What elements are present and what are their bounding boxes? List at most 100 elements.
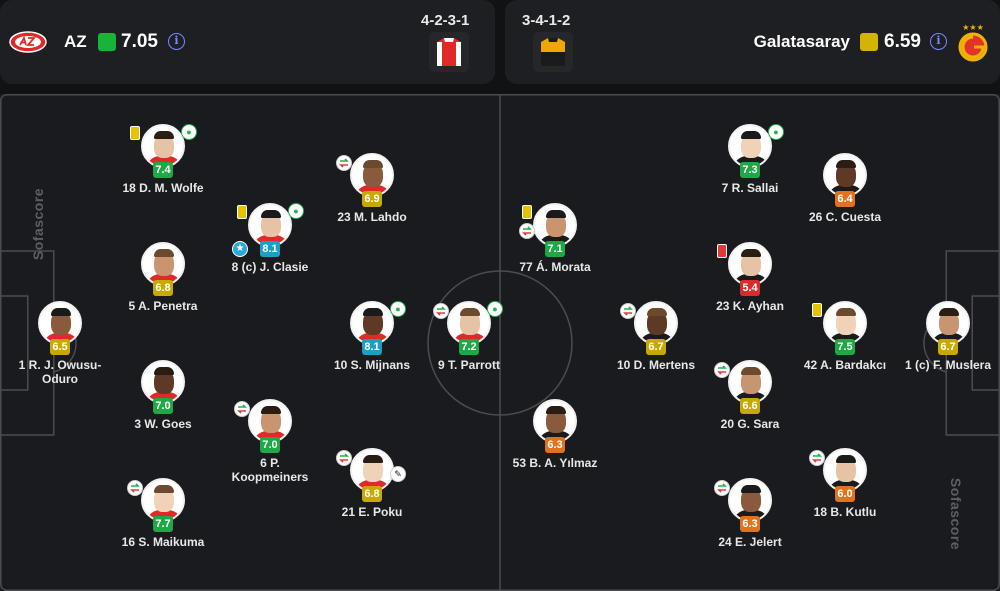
substitution-icon <box>714 362 730 378</box>
player-bardakci[interactable]: 7.5 42 A. Bardakcı <box>785 301 905 391</box>
player-avatar[interactable] <box>728 242 772 286</box>
player-name[interactable]: 7 R. Sallai <box>721 181 779 195</box>
player-name[interactable]: 9 T. Parrott <box>437 358 500 372</box>
yellow-card-icon <box>130 126 140 140</box>
player-name[interactable]: 24 E. Jelert <box>718 535 782 549</box>
galatasaray-crest-icon[interactable]: ★★★ <box>956 22 990 62</box>
player-rating: 6.5 <box>50 339 70 355</box>
substitution-icon <box>809 450 825 466</box>
player-rating: 6.9 <box>362 191 382 207</box>
player-avatar[interactable] <box>350 448 394 492</box>
player-name[interactable]: 21 E. Poku <box>341 505 403 519</box>
player-name[interactable]: 5 A. Penetra <box>128 299 198 313</box>
player-avatar[interactable] <box>141 360 185 404</box>
player-name[interactable]: 23 M. Lahdo <box>337 210 407 224</box>
substitution-icon <box>336 155 352 171</box>
player-name[interactable]: 3 W. Goes <box>134 417 192 431</box>
player-name[interactable]: 18 B. Kutlu <box>813 505 877 519</box>
star-icon: ★ <box>232 241 248 257</box>
goal-icon: ● <box>487 301 503 317</box>
player-rating: 6.3 <box>740 516 760 532</box>
player-name[interactable]: 10 S. Mijnans <box>333 358 411 372</box>
player-lahdo[interactable]: 6.9 23 M. Lahdo <box>312 153 432 243</box>
player-rating: 7.1 <box>545 241 565 257</box>
player-jelert[interactable]: 6.3 24 E. Jelert <box>690 478 810 568</box>
player-rating: 6.6 <box>740 398 760 414</box>
yellow-card-icon <box>522 205 532 219</box>
away-team-header: 3-4-1-2 Galatasaray 6.59 i ★★★ <box>505 0 1000 84</box>
player-avatar[interactable] <box>350 153 394 197</box>
goal-icon: ● <box>288 203 304 219</box>
player-avatar[interactable] <box>823 153 867 197</box>
player-name[interactable]: 8 (c) J. Clasie <box>231 260 309 274</box>
away-rating-indicator <box>860 33 878 51</box>
player-maikuma[interactable]: 7.7 16 S. Maikuma <box>103 478 223 568</box>
substitution-icon <box>336 450 352 466</box>
player-mertens[interactable]: 6.7 10 D. Mertens <box>596 301 716 391</box>
player-kutlu[interactable]: 6.0 18 B. Kutlu <box>785 448 905 538</box>
player-name[interactable]: 53 B. A. Yılmaz <box>512 456 598 470</box>
player-rating: 7.4 <box>153 162 173 178</box>
home-team-rating: 7.05 <box>121 31 158 52</box>
az-crest-icon[interactable] <box>9 31 47 53</box>
player-sara[interactable]: 6.6 20 G. Sara <box>690 360 810 450</box>
goal-icon: ● <box>390 301 406 317</box>
goal-icon: ● <box>768 124 784 140</box>
player-rating: 6.7 <box>938 339 958 355</box>
away-kit-icon <box>533 32 573 72</box>
player-avatar[interactable] <box>141 242 185 286</box>
player-rating: 7.7 <box>153 516 173 532</box>
assist-icon: ✎ <box>390 466 406 482</box>
svg-text:★★★: ★★★ <box>962 23 984 32</box>
player-avatar[interactable] <box>141 124 185 168</box>
player-poku[interactable]: 6.8 21 E. Poku ✎ <box>312 448 432 538</box>
player-muslera[interactable]: 6.7 1 (c) F. Muslera <box>888 301 1000 391</box>
player-rating: 7.3 <box>740 162 760 178</box>
player-name[interactable]: 77 Á. Morata <box>519 260 591 274</box>
player-name[interactable]: 1 (c) F. Muslera <box>904 358 992 372</box>
red-card-icon <box>717 244 727 258</box>
player-morata[interactable]: 7.1 77 Á. Morata <box>495 203 615 293</box>
player-avatar[interactable] <box>38 301 82 345</box>
player-avatar[interactable] <box>350 301 394 345</box>
player-sallai[interactable]: 7.3 7 R. Sallai ● <box>690 124 810 214</box>
player-rating: 7.5 <box>835 339 855 355</box>
player-rating: 6.8 <box>362 486 382 502</box>
player-avatar[interactable] <box>248 203 292 247</box>
player-owusu[interactable]: 6.5 1 R. J. Owusu-Oduro <box>0 301 120 391</box>
substitution-icon <box>234 401 250 417</box>
substitution-icon <box>127 480 143 496</box>
info-icon[interactable]: i <box>168 33 185 50</box>
player-avatar[interactable] <box>823 448 867 492</box>
player-name[interactable]: 18 D. M. Wolfe <box>122 181 204 195</box>
away-team-name[interactable]: Galatasaray <box>753 32 850 51</box>
home-team-name[interactable]: AZ <box>64 32 87 51</box>
info-icon[interactable]: i <box>930 33 947 50</box>
yellow-card-icon <box>812 303 822 317</box>
player-name[interactable]: 42 A. Bardakcı <box>803 358 887 372</box>
player-name[interactable]: 26 C. Cuesta <box>808 210 882 224</box>
substitution-icon <box>620 303 636 319</box>
player-rating: 6.7 <box>646 339 666 355</box>
sofascore-watermark: Sofascore <box>30 187 47 261</box>
player-avatar[interactable] <box>728 124 772 168</box>
player-rating: 6.0 <box>835 486 855 502</box>
yellow-card-icon <box>237 205 247 219</box>
player-name[interactable]: 16 S. Maikuma <box>121 535 205 549</box>
player-avatar[interactable] <box>533 399 577 443</box>
player-name[interactable]: 20 G. Sara <box>720 417 780 431</box>
player-name[interactable]: 1 R. J. Owusu-Oduro <box>18 358 102 386</box>
player-name[interactable]: 10 D. Mertens <box>616 358 696 372</box>
player-name[interactable]: 6 P.Koopmeiners <box>231 456 309 484</box>
player-name[interactable]: 23 K. Ayhan <box>716 299 784 313</box>
